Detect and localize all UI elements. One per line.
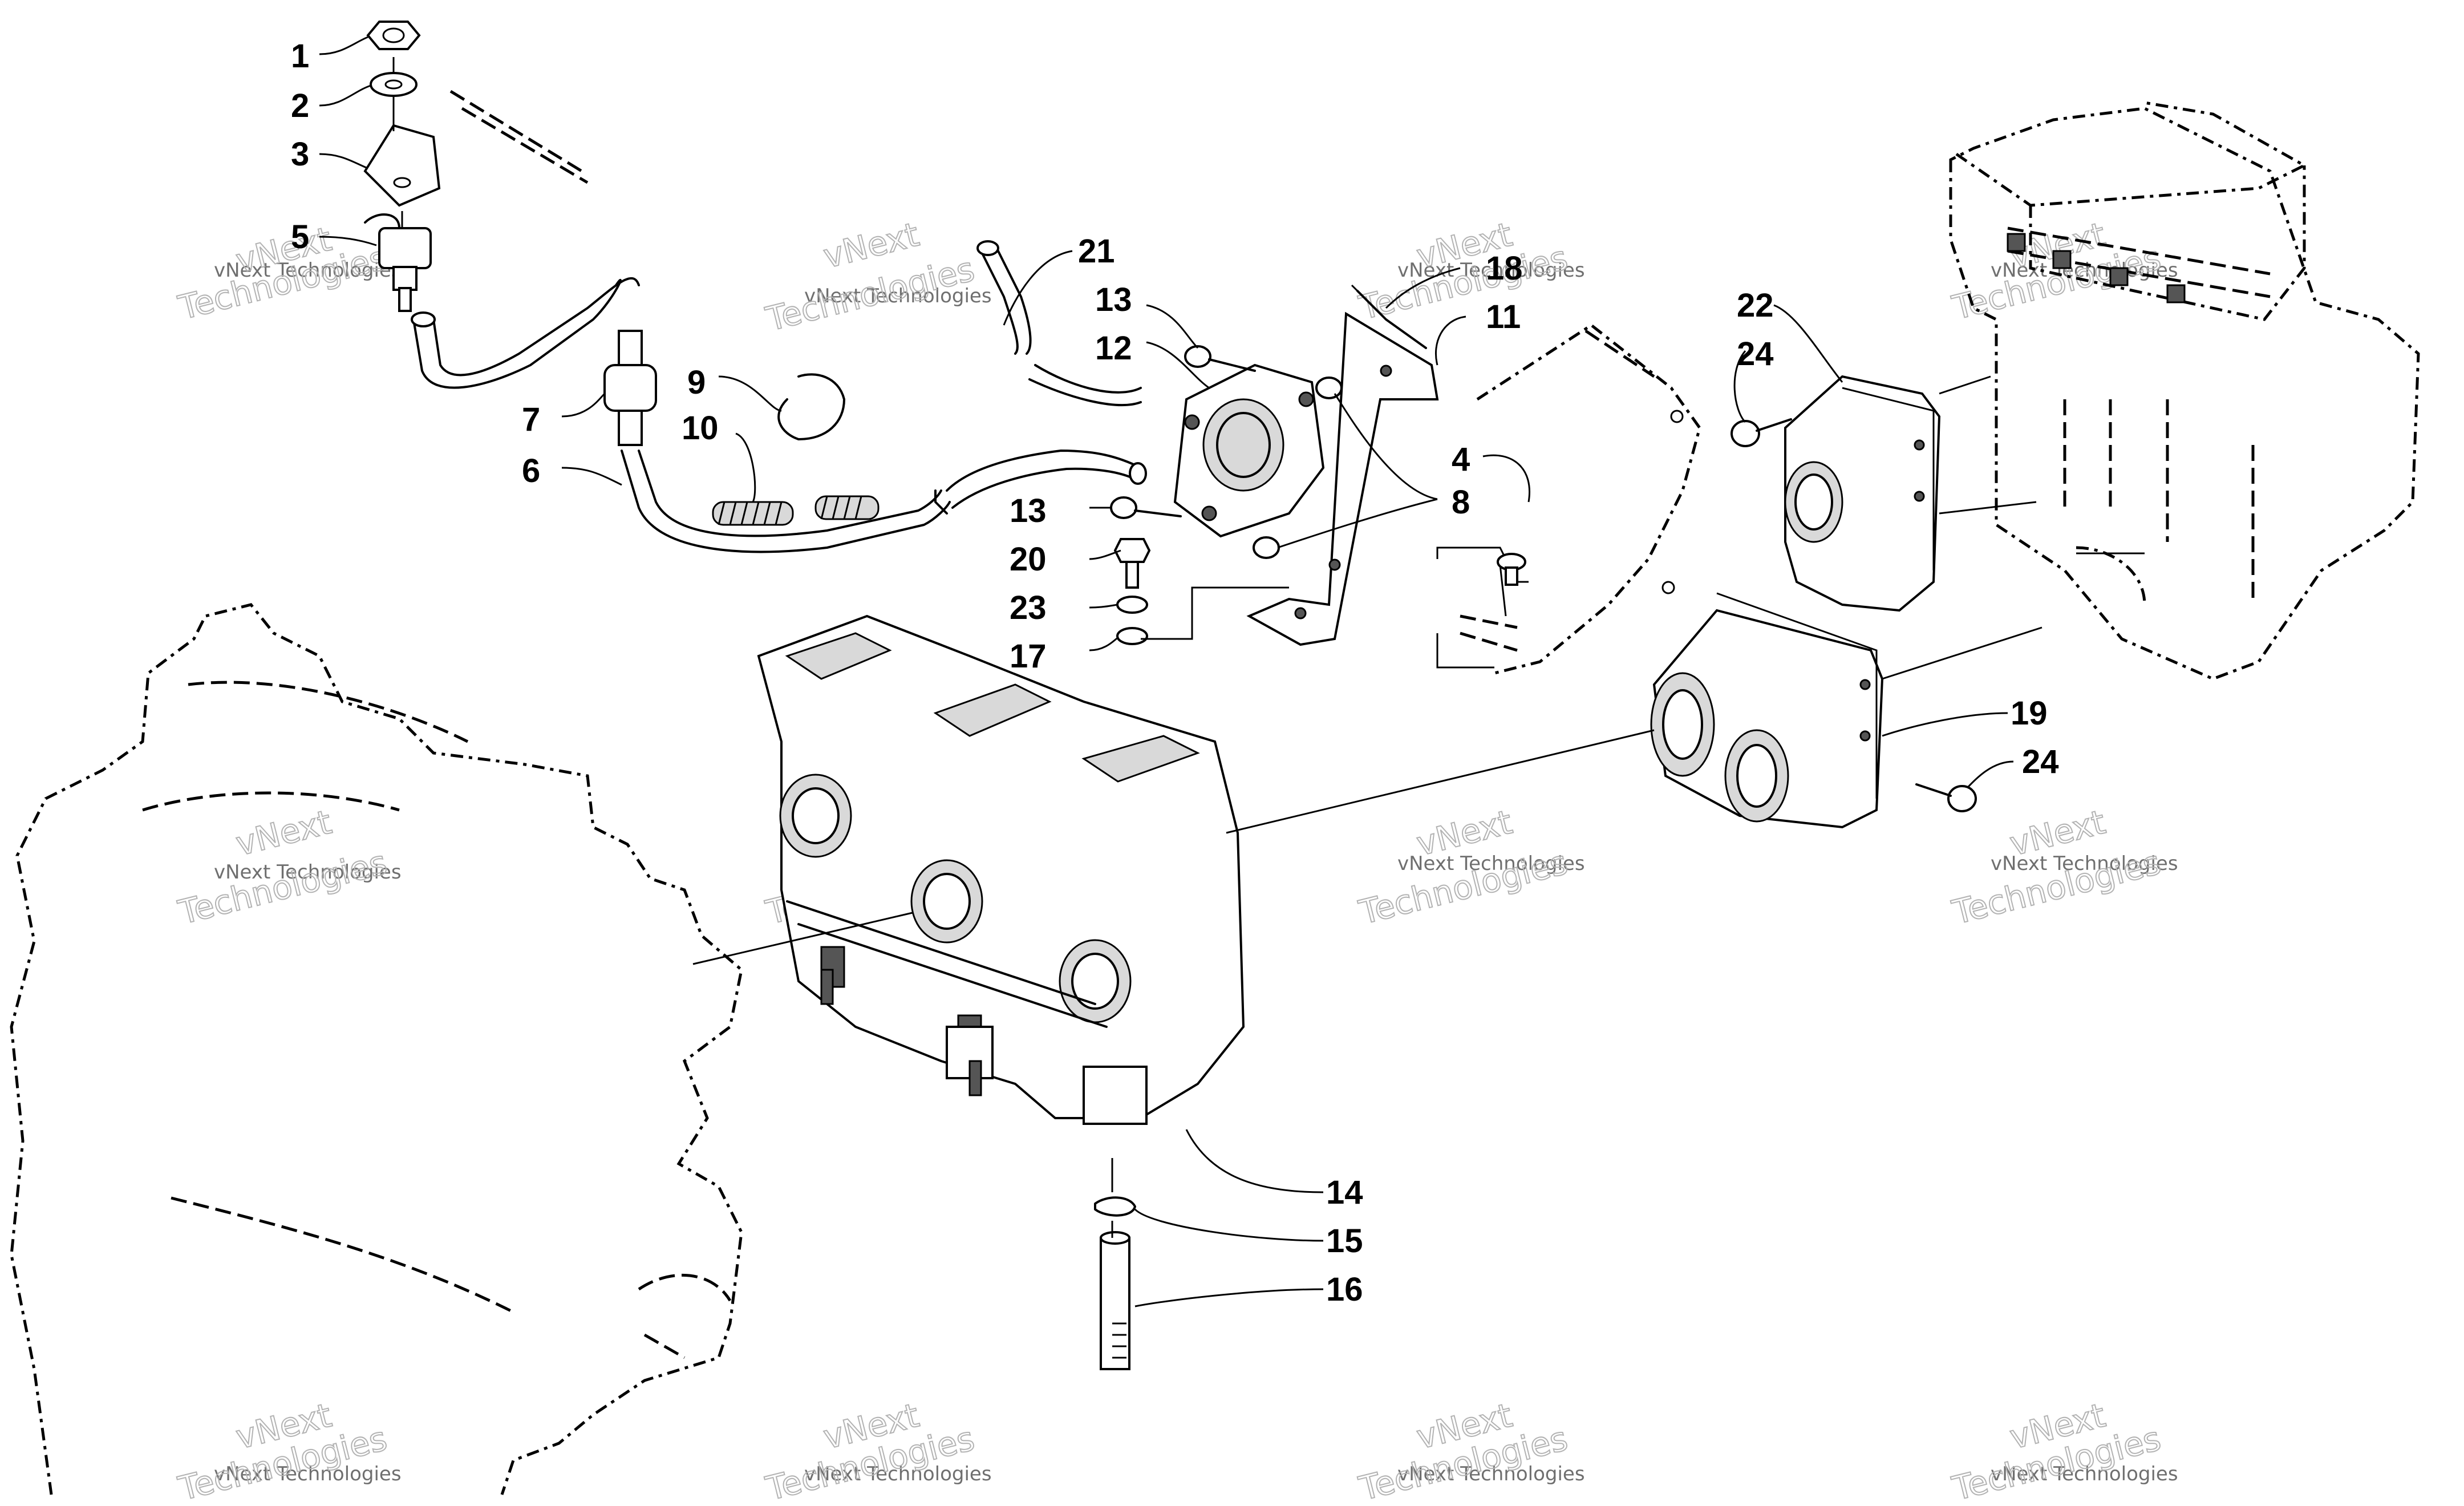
inline-fuel-filter [603, 330, 657, 446]
watermark: vNext Technologies vNext Technologies [761, 214, 992, 339]
svg-text:vNext Technologies: vNext Technologies [1991, 852, 2178, 875]
callout-1: 1 [291, 38, 309, 75]
wire-tie [1351, 284, 1427, 349]
callout-23: 23 [1010, 589, 1047, 626]
fuel-hose-upper [411, 277, 640, 389]
callout-4: 4 [1452, 441, 1470, 478]
svg-text:vNext Technologies: vNext Technologies [804, 1463, 992, 1485]
watermark: vNext Technologies vNext Technologies [174, 802, 402, 933]
watermark: vNext Technologies vNext Technologies [1355, 802, 1585, 933]
callout-14: 14 [1326, 1174, 1363, 1211]
callout-11: 11 [1486, 298, 1521, 335]
watermark: vNext Technologies vNext Technologies [1355, 1395, 1585, 1506]
callout-24-lower: 24 [2022, 743, 2059, 780]
callout-5: 5 [291, 218, 309, 256]
svg-text:vNext Technologies: vNext Technologies [1991, 1463, 2178, 1485]
watermark: vNext Technologies vNext Technologies [174, 219, 402, 328]
mounting-bracket [1246, 311, 1439, 646]
watermark: vNext Technologies vNext Technologies [1948, 802, 2178, 933]
svg-text:Technologies: Technologies [175, 843, 391, 932]
carburetor-assembly [757, 614, 1245, 1125]
bracket-dashed-mount [449, 90, 589, 184]
watermark: vNext Technologies vNext Technologies [1948, 214, 2178, 328]
callout-8: 8 [1452, 484, 1470, 521]
callout-20: 20 [1010, 541, 1047, 578]
screw [1110, 345, 1256, 519]
fuel-valve [364, 213, 432, 312]
callout-6: 6 [522, 452, 540, 489]
callout-21: 21 [1078, 233, 1115, 270]
fuel-hose-lower [621, 450, 951, 553]
svg-text:vNext Technologies: vNext Technologies [214, 1463, 402, 1485]
screw [1731, 418, 1977, 812]
callout-13-lower: 13 [1010, 492, 1047, 529]
assembly-lines [392, 57, 2145, 1238]
nut [366, 21, 421, 50]
watermark: vNext Technologies vNext Technologies [1948, 1395, 2178, 1506]
callout-9: 9 [687, 364, 706, 401]
washer [370, 72, 418, 97]
callout-15: 15 [1326, 1222, 1363, 1260]
callout-22: 22 [1737, 287, 1774, 324]
front-air-box [1650, 592, 1884, 829]
hose-clamp [777, 373, 845, 440]
svg-text:vNext Technologies: vNext Technologies [1991, 259, 2178, 282]
callout-13-upper: 13 [1095, 281, 1132, 318]
air-silencer-outline [1949, 101, 2420, 681]
watermark: vNext Technologies vNext Technologies [174, 1395, 402, 1506]
rear-air-box [1784, 375, 1941, 612]
hose-clip [1094, 1196, 1136, 1217]
svg-text:vNext Technologies: vNext Technologies [804, 285, 992, 307]
callout-24-upper: 24 [1737, 335, 1774, 373]
svg-text:vNext Technologies: vNext Technologies [214, 259, 402, 282]
pulse-hose [946, 240, 1147, 509]
watermark: vNext Technologies vNext Technologies [1355, 214, 1585, 328]
drain-hose [1100, 1231, 1130, 1370]
callout-3: 3 [291, 136, 309, 173]
bolt [1113, 538, 1151, 589]
bracket [363, 124, 441, 207]
engine-block-outline [10, 603, 743, 1495]
callout-12: 12 [1095, 330, 1132, 367]
callout-17: 17 [1010, 638, 1047, 675]
spring [712, 495, 880, 526]
leader-lines [319, 36, 2014, 1307]
fuel-pump [1173, 363, 1325, 538]
push-rivet [1497, 553, 1526, 586]
callout-19: 19 [2011, 695, 2048, 732]
svg-text:vNext Technologies: vNext Technologies [1397, 1463, 1585, 1485]
lock-washer [1116, 596, 1148, 645]
part-callouts: 1 2 3 5 7 6 9 10 21 13 12 13 20 23 17 18… [291, 38, 2059, 1308]
svg-text:vNext: vNext [232, 803, 335, 864]
callout-18: 18 [1486, 250, 1523, 287]
svg-text:vNext Technologies: vNext Technologies [1397, 852, 1585, 875]
callout-2: 2 [291, 87, 309, 124]
callout-16: 16 [1326, 1271, 1363, 1308]
svg-text:vNext Technologies: vNext Technologies [214, 861, 402, 884]
callout-10: 10 [682, 410, 719, 447]
callout-7: 7 [522, 401, 540, 438]
watermark: vNext Technologies vNext Technologies [761, 1395, 992, 1506]
